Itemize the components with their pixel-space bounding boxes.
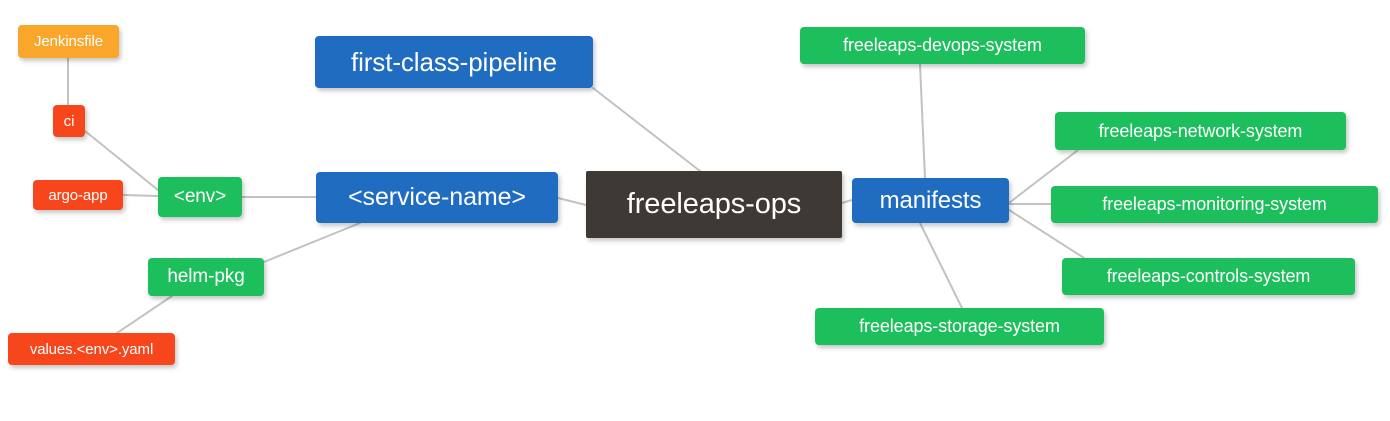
edge-manifests-to-freeleaps-network-system [1008,149,1079,204]
edge-env-to-argo-app [122,194,159,197]
node-freeleaps-storage-system[interactable]: freeleaps-storage-system [815,308,1104,345]
node-freeleaps-devops-system[interactable]: freeleaps-devops-system [800,27,1085,64]
node-freeleaps-network-system[interactable]: freeleaps-network-system [1055,112,1346,150]
edge-helm-pkg-to-values-env-yaml [116,295,173,334]
edge-manifests-to-freeleaps-storage-system [919,222,963,309]
node-helm-pkg[interactable]: helm-pkg [148,258,264,296]
node-manifests[interactable]: manifests [852,178,1009,223]
edge-env-to-ci [84,130,159,191]
edge-manifests-to-freeleaps-controls-system [1008,209,1085,259]
edge-root-to-first-class-pipeline [592,87,701,172]
edge-service-name-to-helm-pkg [263,222,361,263]
node-freeleaps-monitoring-system[interactable]: freeleaps-monitoring-system [1051,186,1378,223]
node-values-env-yaml[interactable]: values.<env>.yaml [8,333,175,365]
node-ci[interactable]: ci [53,105,85,137]
node-env[interactable]: <env> [158,177,242,217]
node-service-name[interactable]: <service-name> [316,172,558,223]
node-first-class-pipeline[interactable]: first-class-pipeline [315,36,593,88]
node-freeleaps-controls-system[interactable]: freeleaps-controls-system [1062,258,1355,295]
node-argo-app[interactable]: argo-app [33,180,123,210]
edge-manifests-to-freeleaps-devops-system [919,63,926,179]
node-jenkinsfile[interactable]: Jenkinsfile [18,25,119,58]
edge-root-to-service-name [557,197,587,206]
node-root[interactable]: freeleaps-ops [586,171,842,238]
edge-root-to-manifests [841,199,853,204]
